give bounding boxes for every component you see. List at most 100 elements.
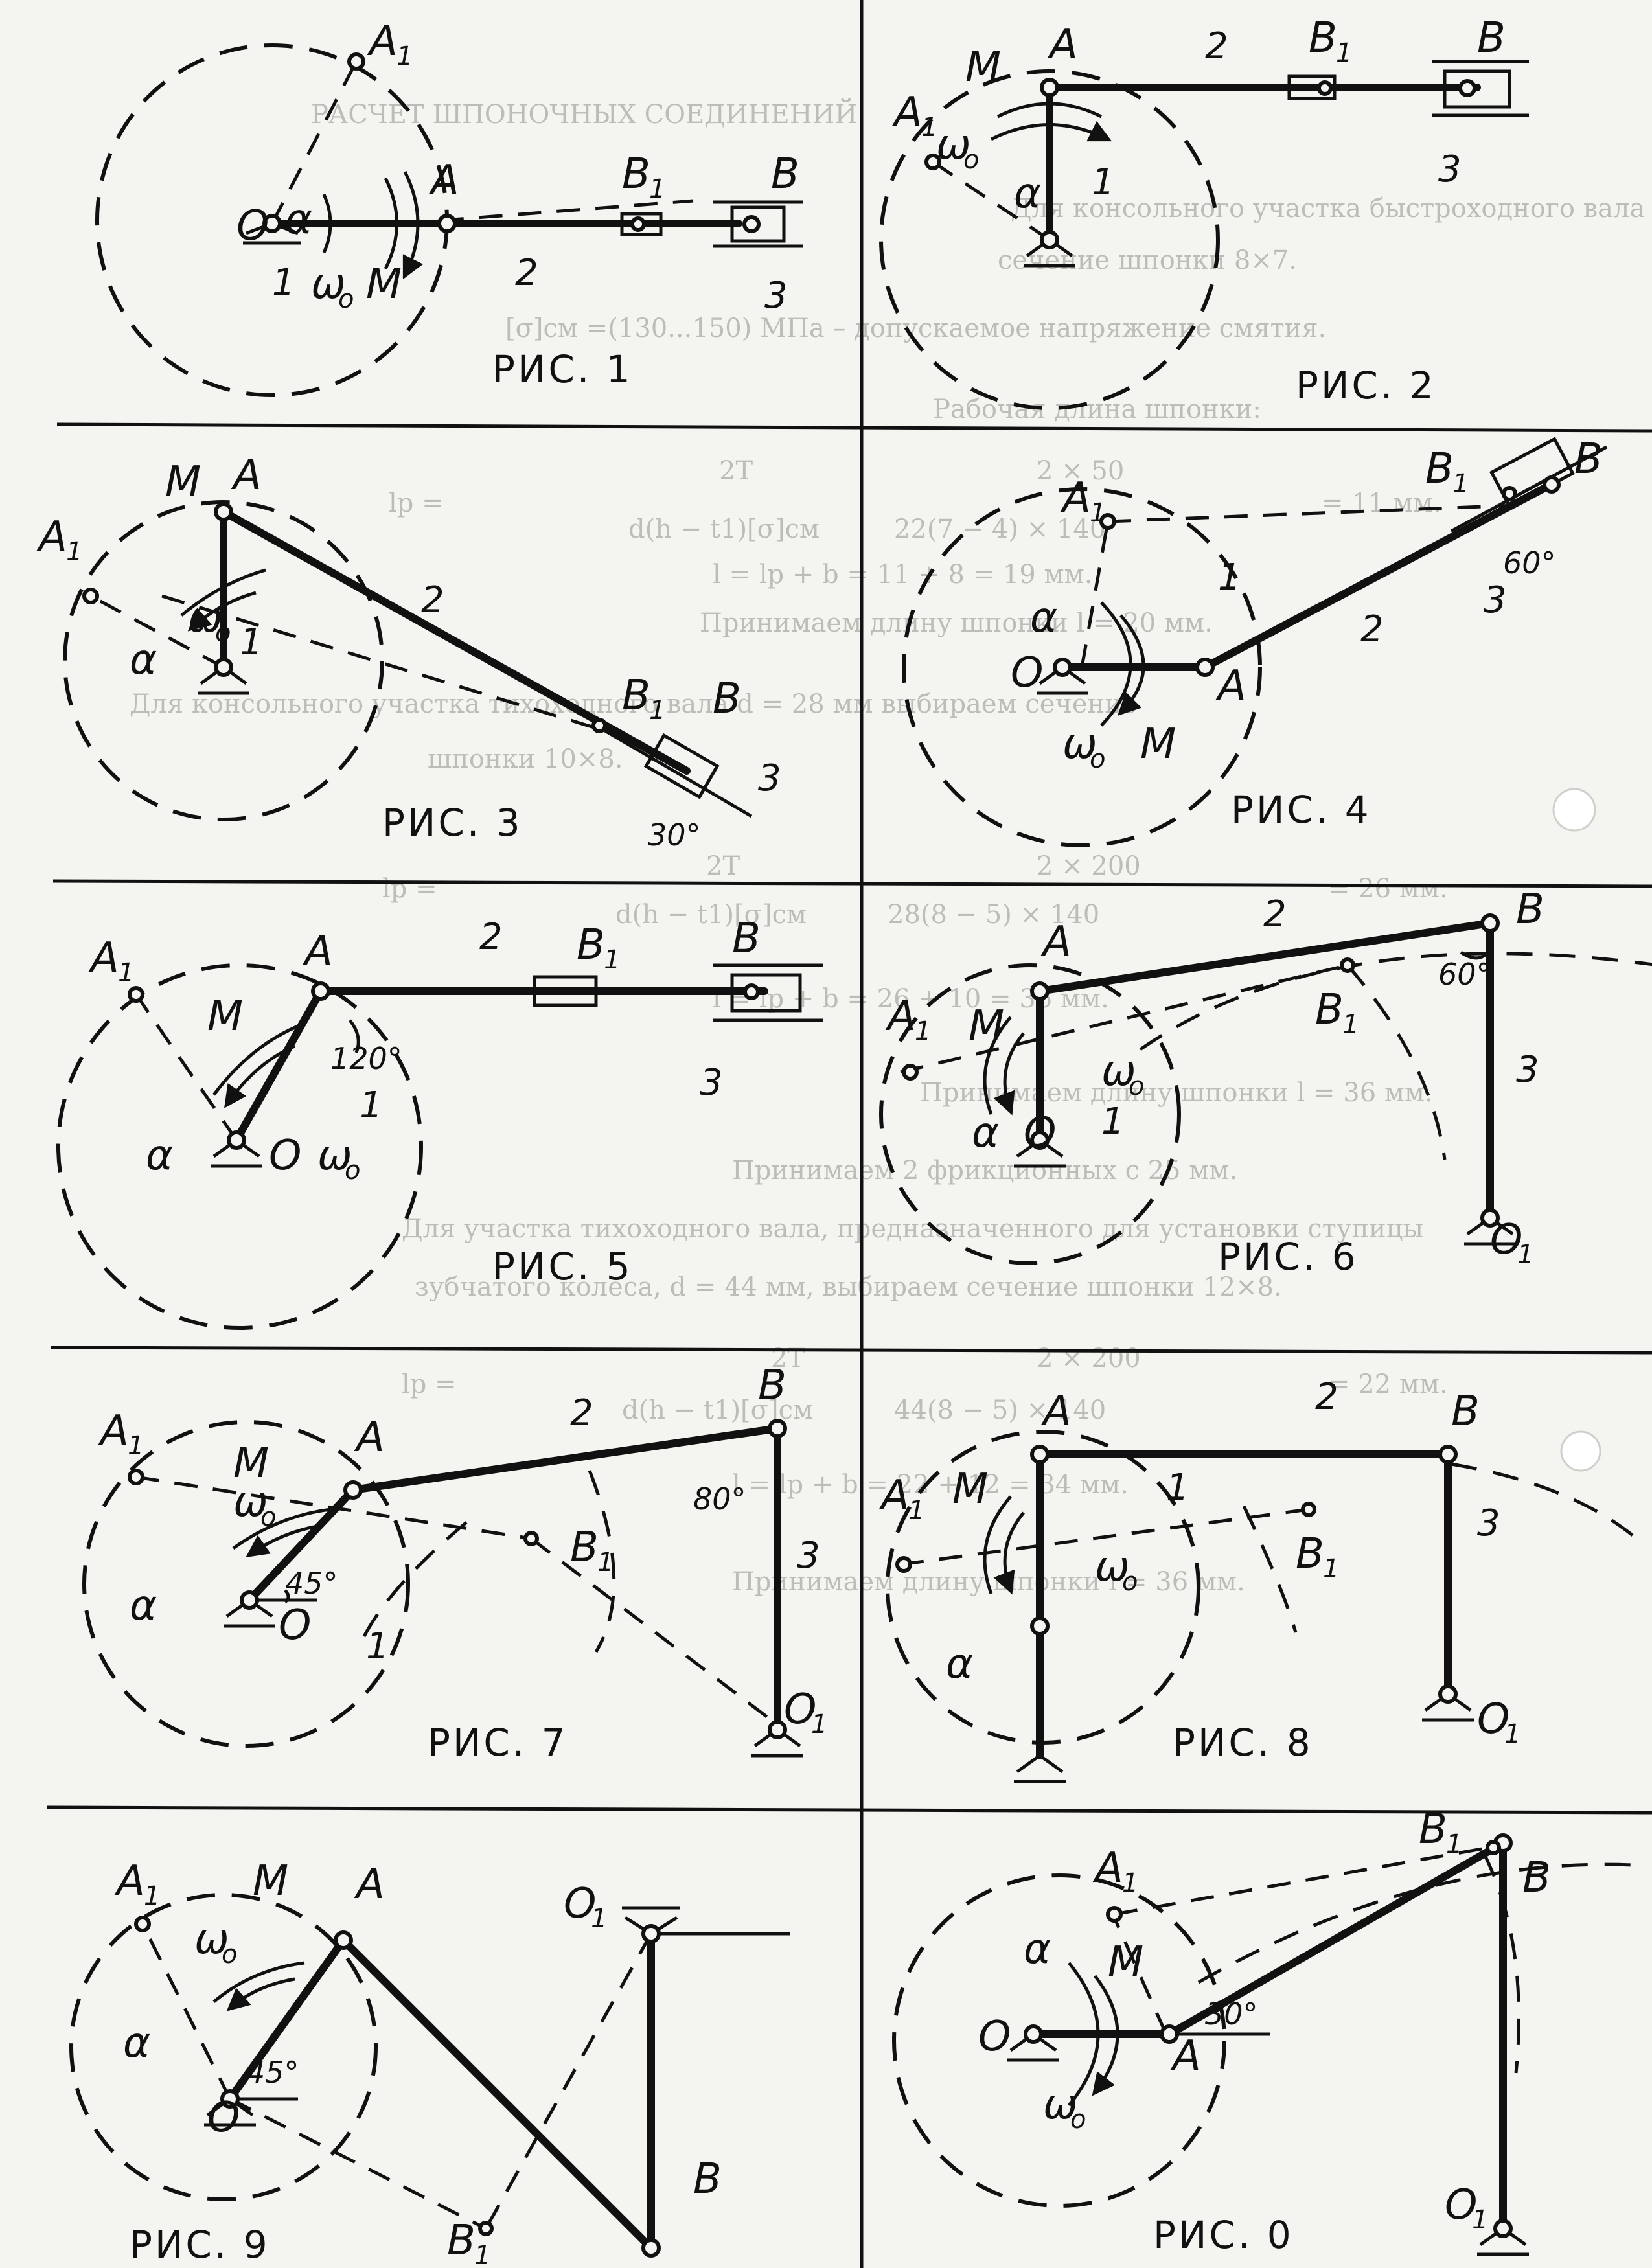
label-omega: ω [1043,2081,1078,2129]
figure-caption: РИС. 1 [492,347,633,391]
label-b1: B [1296,1530,1324,1578]
label-b1: B [570,1524,599,1572]
label-o1: O [564,1880,596,1928]
label-o: O [1024,1109,1056,1157]
ghost-line: = 22 мм. [1328,1369,1448,1399]
label-angle: 120° [330,1041,402,1076]
dead-center-line [900,1507,1309,1566]
svg-text:1: 1 [921,113,937,143]
joint-a [1030,981,1050,1001]
label-omega: ω [311,260,346,308]
label-alpha: α [146,1132,173,1180]
connecting-rod-2 [1165,1839,1507,2038]
slider-3 [643,733,720,799]
ghost-line: 28(8 − 5) × 140 [888,900,1099,930]
joint-b1 [1502,486,1517,501]
label-angle: 60° [1438,957,1491,992]
svg-text:o: o [963,145,979,175]
rocker-arc [588,1470,616,1653]
moment-arc [983,1495,1024,1594]
svg-text:1: 1 [118,958,134,988]
pivot-o [262,214,282,233]
dead-center-line [932,160,1051,242]
crank-circle [56,963,423,1330]
pivot-o [1053,658,1072,677]
path-line [161,594,610,734]
dead-center-line [141,1923,232,2100]
label-link-2: 2 [1360,608,1384,650]
figure-caption: РИС. 4 [1231,788,1371,832]
label-a1: A [1092,1844,1123,1892]
label-angle: 45° [285,1566,338,1601]
rocker-arc [1139,952,1652,1051]
label-a1: A [1060,474,1091,522]
joint-a1 [1106,1906,1123,1923]
ghost-line: зубчатого колеса, d = 44 мм, выбираем се… [415,1272,1282,1302]
svg-text:o: o [1090,744,1105,774]
slider-3 [1489,437,1576,509]
row-divider [50,1346,1652,1355]
svg-text:1: 1 [1472,2205,1488,2235]
label-a1: A [367,17,398,65]
slider-dead-position [1287,74,1337,100]
joint-b1 [1301,1502,1316,1517]
dead-center-line [89,594,225,669]
label-m: M [1140,720,1176,768]
svg-text:o: o [1129,1071,1144,1101]
label-o1: O [1477,1695,1509,1743]
ghost-line: l = lр + b = 11 + 8 = 19 мм. [713,560,1092,590]
label-link-3: 3 [764,275,788,317]
dead-center-line [484,1932,653,2230]
moment-arc [990,102,1108,139]
guide [595,724,753,818]
label-alpha: α [285,196,312,244]
figure-caption: РИС. 2 [1296,363,1436,407]
svg-text:1: 1 [474,2241,490,2268]
svg-text:1: 1 [1323,1554,1339,1584]
label-b: B [1574,435,1603,483]
joint-a1 [134,1916,151,1932]
svg-text:1: 1 [1517,1240,1533,1270]
moment-arc [214,1022,305,1105]
fixed-support [1014,1753,1066,1783]
crank-circle [69,1893,378,2201]
label-alpha: α [1030,594,1057,642]
crank-circle [879,69,1220,410]
ghost-line: = 11 мм. [1322,488,1441,518]
pivot-o [214,658,233,677]
svg-text:o: o [338,284,354,314]
label-o1: O [1490,1216,1522,1264]
label-link-3: 3 [700,1062,723,1104]
label-omega: ω [1095,1543,1130,1591]
rocker-arc [1197,1862,1646,1984]
rocker-arc [1482,1851,1520,2074]
label-b1: B [622,672,650,720]
label-alpha: α [1024,1925,1051,1973]
figure-0: A1 B1 B α M O 30° A ωo O1 РИС. 0 [892,1805,1646,2257]
joint-b [641,2238,661,2258]
svg-text:1: 1 [1090,498,1106,528]
joint-b [1543,475,1561,494]
label-a: A [354,1414,385,1461]
dead-center-line [270,60,358,225]
figure-9: A1 M A O1 ωo α 45° O B1 B РИС. 9 [69,1857,790,2268]
ghost-line: lр = [389,488,444,518]
svg-text:1: 1 [396,41,413,71]
label-link-2: 2 [1263,893,1287,935]
pivot-o [1030,1130,1050,1150]
label-a: A [1215,662,1246,710]
label-b: B [732,915,761,963]
label-m: M [969,1002,1004,1050]
label-a1: A [98,1407,129,1455]
svg-text:o: o [1122,1567,1138,1597]
label-omega: ω [233,1478,268,1526]
figure-caption: РИС. 6 [1218,1235,1359,1279]
label-link-3: 3 [1438,148,1462,190]
svg-text:1: 1 [915,1016,931,1046]
label-a1: A [36,513,67,561]
ghost-line: 2T [706,851,740,881]
crank-circle [879,963,1181,1265]
joint-b [742,215,761,233]
label-o: O [236,202,269,250]
figure-2: M A A1 ωo α 1 2 B1 B 3 РИС. 2 [879,14,1529,410]
